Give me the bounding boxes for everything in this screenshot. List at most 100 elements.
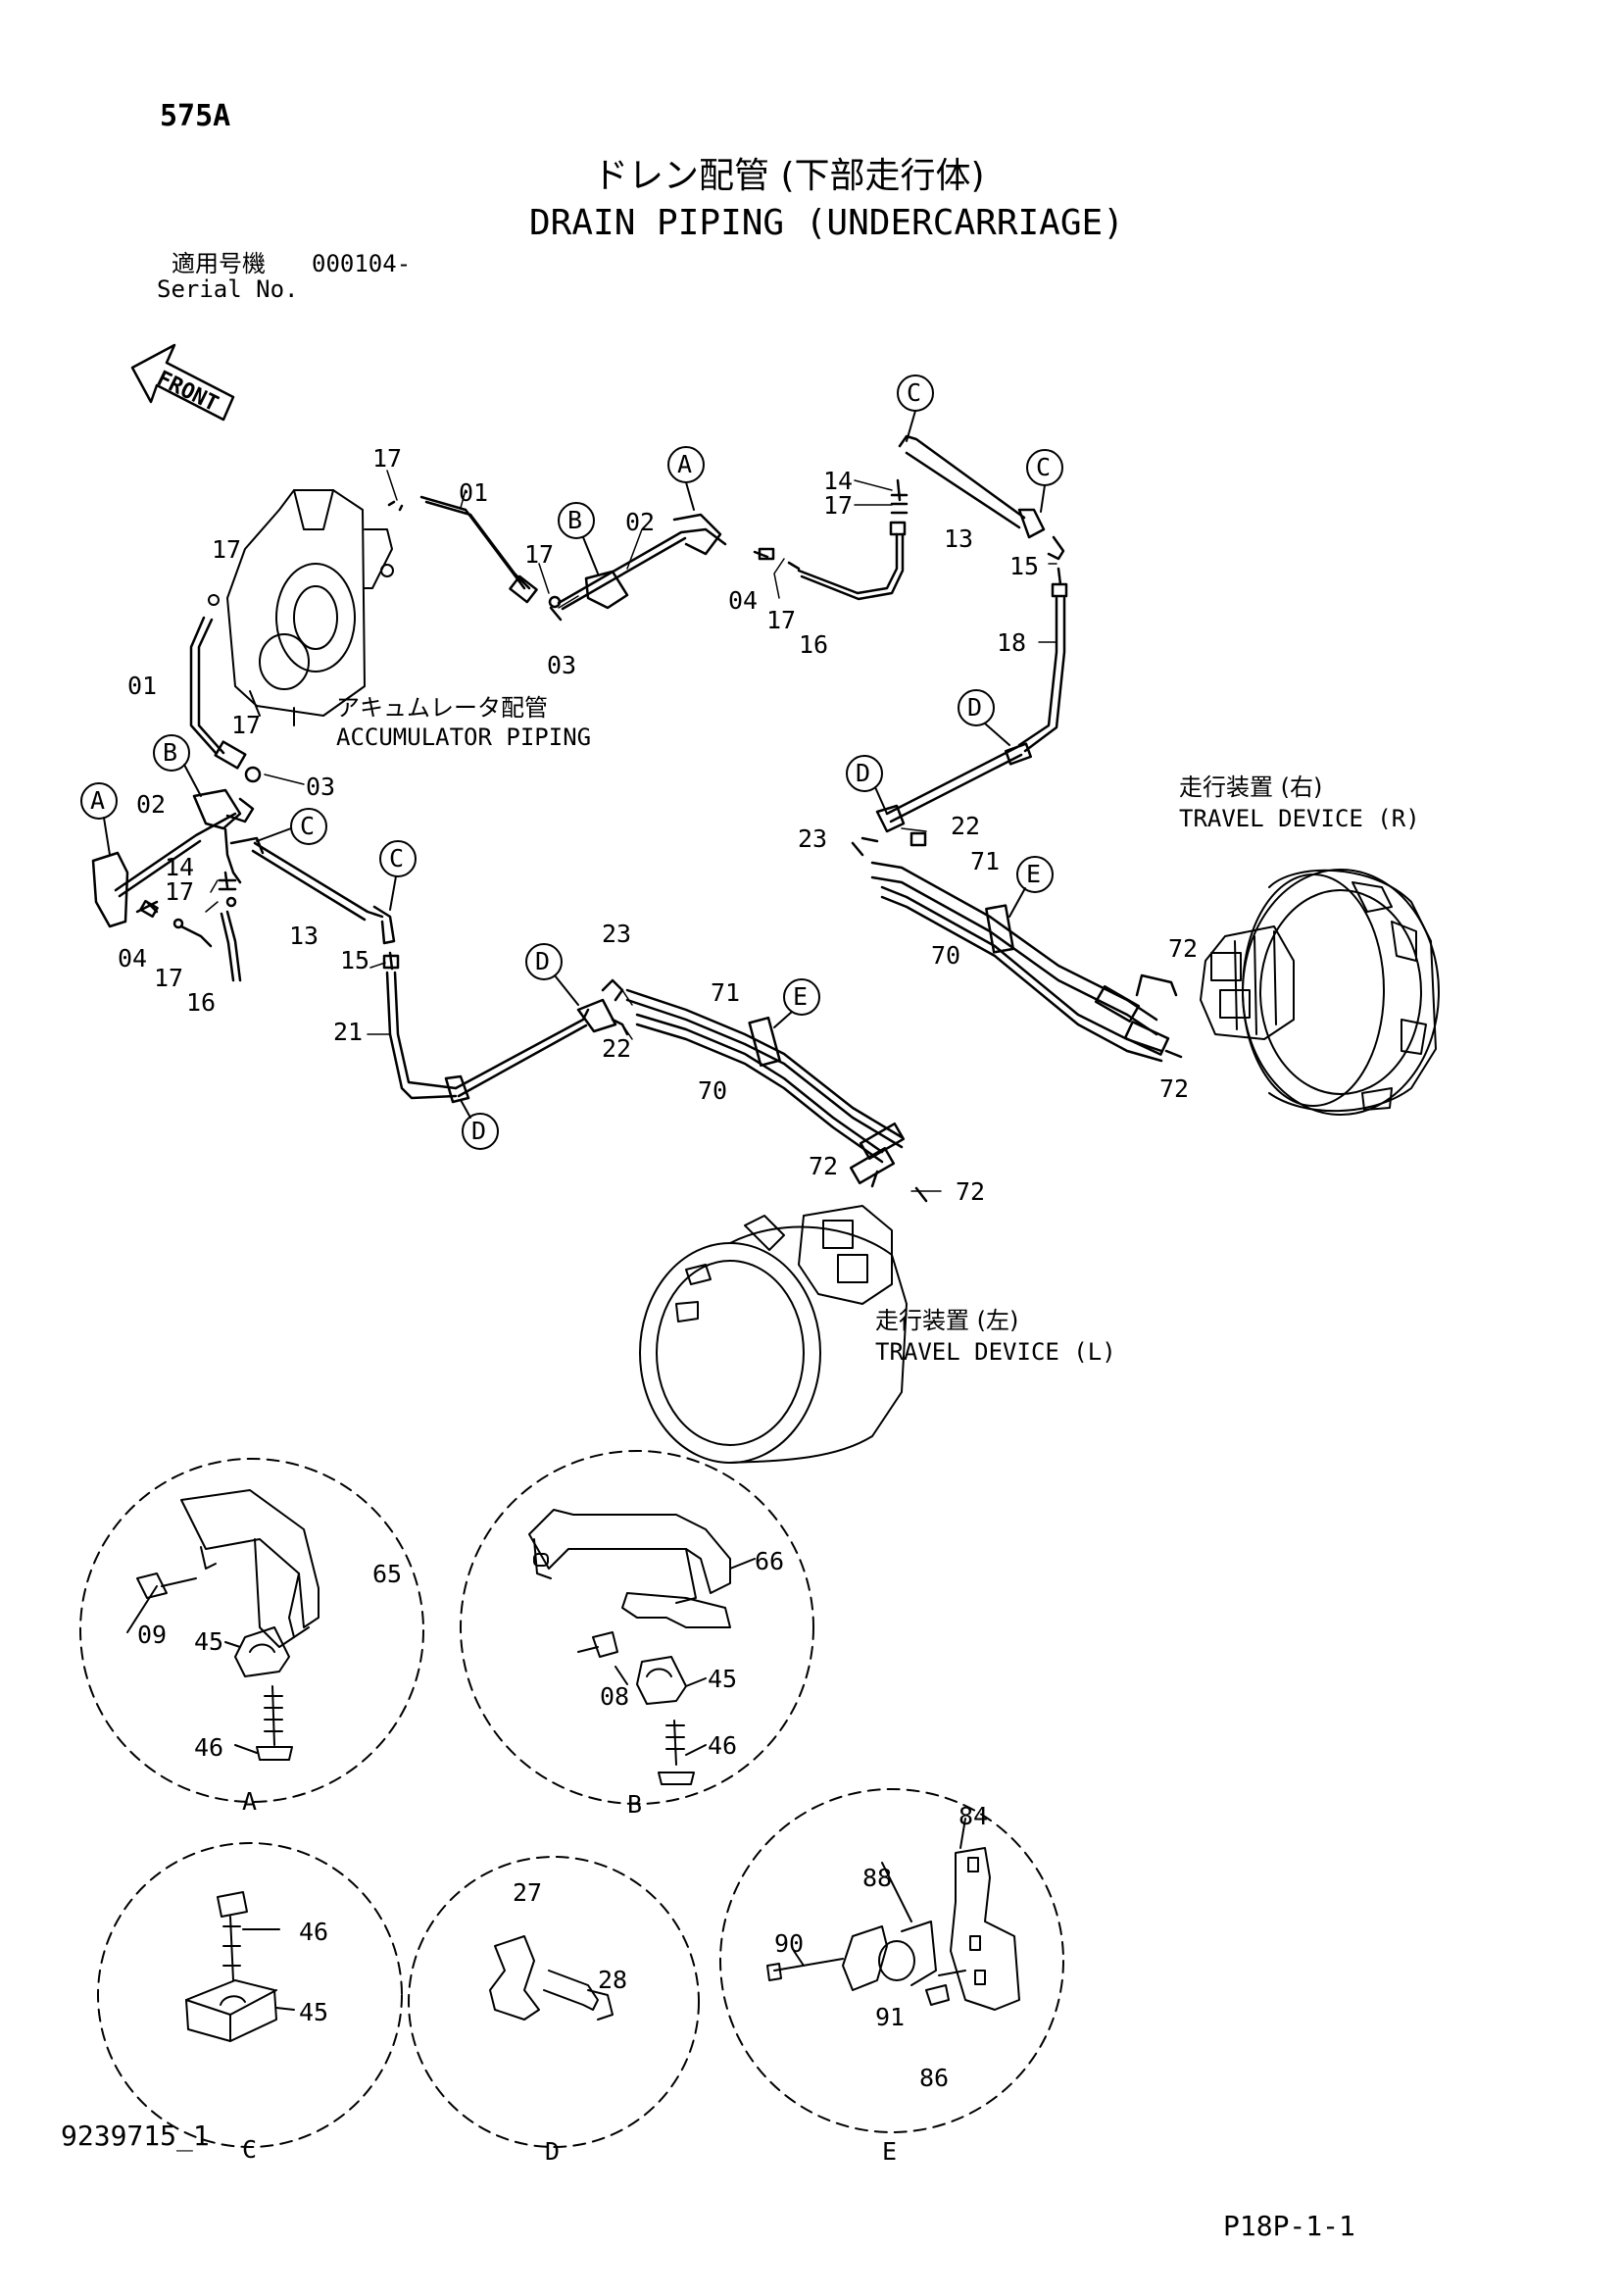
pipe-18-left bbox=[382, 951, 590, 1104]
part-label-23: 17 bbox=[823, 491, 854, 520]
pipe-01-left bbox=[189, 616, 262, 783]
part-label-21: 22 bbox=[951, 812, 981, 840]
callout-b: B bbox=[567, 506, 583, 534]
accumulator-label-japanese: アキュムレータ配管 bbox=[336, 694, 548, 722]
detail-a-drawing bbox=[126, 1489, 319, 1761]
accumulator-label-english: ACCUMULATOR PIPING bbox=[336, 724, 592, 751]
part-label-03: 03 bbox=[547, 651, 577, 679]
part-label-04: 04 bbox=[728, 586, 759, 615]
detail-c-drawing bbox=[185, 1891, 295, 2042]
callout-e: E bbox=[1026, 860, 1042, 888]
callout-d: D bbox=[967, 693, 983, 722]
part-label-13: 13 bbox=[289, 922, 319, 950]
detail-e-label: E bbox=[882, 2137, 898, 2166]
callout-c: C bbox=[1036, 453, 1052, 481]
serial-label-japanese: 適用号機 bbox=[172, 250, 266, 277]
part-label-02: 02 bbox=[136, 790, 167, 819]
part-label-04: 04 bbox=[118, 944, 148, 973]
callout-c: C bbox=[389, 844, 405, 873]
left-small-fittings bbox=[135, 871, 242, 982]
pipe-13-upper bbox=[898, 434, 1065, 561]
pipe-right-to-22 bbox=[851, 742, 1032, 857]
part-label-71: 71 bbox=[711, 978, 741, 1007]
detail-e-part-84: 84 bbox=[958, 1802, 989, 1830]
detail-e-part-90: 90 bbox=[774, 1929, 805, 1958]
callout-b: B bbox=[163, 738, 178, 767]
part-label-16: 16 bbox=[186, 988, 217, 1017]
detail-e-drawing bbox=[766, 1818, 1020, 2011]
part-label-17: 18 bbox=[997, 628, 1027, 657]
travel-device-right-english: TRAVEL DEVICE (R) bbox=[1179, 805, 1420, 832]
part-label-15: 15 bbox=[340, 946, 370, 974]
detail-a-part-65: 65 bbox=[372, 1560, 403, 1588]
part-label-23: 17 bbox=[212, 535, 242, 564]
travel-device-right-drawing bbox=[1200, 869, 1440, 1116]
detail-b-part-45: 45 bbox=[708, 1665, 738, 1693]
detail-b-part-66: 66 bbox=[755, 1547, 785, 1575]
pipe-02-upper bbox=[548, 513, 727, 622]
pipe-13-left bbox=[251, 841, 396, 945]
detail-e-part-88: 88 bbox=[862, 1864, 893, 1892]
part-label-71: 71 bbox=[970, 847, 1001, 875]
part-label-22: 23 bbox=[602, 920, 632, 948]
drawing-number: 9239715_1 bbox=[61, 2120, 210, 2152]
travel-device-left-english: TRAVEL DEVICE (L) bbox=[875, 1338, 1116, 1366]
title-english: DRAIN PIPING (UNDERCARRIAGE) bbox=[529, 203, 1124, 243]
part-label-72: 72 bbox=[956, 1177, 986, 1206]
front-arrow-icon: FRONT bbox=[130, 343, 235, 422]
part-label-14: 14 bbox=[823, 467, 854, 495]
travel-device-left-japanese: 走行装置 (左) bbox=[875, 1307, 1019, 1334]
detail-d-label: D bbox=[545, 2137, 561, 2166]
detail-e-part-91: 91 bbox=[875, 2003, 906, 2031]
pipe-01-upper bbox=[387, 495, 538, 604]
callout-balloons bbox=[80, 374, 1063, 1150]
detail-d-drawing bbox=[489, 1935, 614, 2021]
part-label-02: 02 bbox=[625, 508, 656, 536]
callout-c: C bbox=[300, 812, 316, 840]
travel-device-left-drawing bbox=[639, 1205, 908, 1464]
detail-b-label: B bbox=[627, 1790, 643, 1819]
serial-label-english: Serial No. bbox=[157, 275, 299, 303]
part-label-22: 23 bbox=[798, 824, 828, 853]
detail-a-label: A bbox=[242, 1787, 258, 1816]
leader-lines bbox=[205, 470, 1057, 1192]
part-label-03: 03 bbox=[306, 773, 336, 801]
detail-a-part-09: 09 bbox=[137, 1621, 168, 1649]
part-label-23: 17 bbox=[372, 444, 403, 473]
detail-c-part-46: 46 bbox=[299, 1918, 329, 1946]
part-label-01: 01 bbox=[127, 672, 158, 700]
part-label-23: 17 bbox=[766, 606, 797, 634]
detail-c-part-45: 45 bbox=[299, 1998, 329, 2026]
part-label-16: 16 bbox=[799, 630, 829, 659]
sheet-reference: P18P-1-1 bbox=[1223, 2210, 1355, 2242]
part-label-23: 17 bbox=[165, 877, 195, 906]
part-label-72: 72 bbox=[1168, 934, 1199, 963]
detail-d-part-27: 27 bbox=[513, 1878, 543, 1907]
detail-a-part-45: 45 bbox=[194, 1627, 224, 1656]
part-label-14: 14 bbox=[165, 853, 195, 881]
detail-e-part-86: 86 bbox=[919, 2064, 950, 2092]
part-label-21: 22 bbox=[602, 1034, 632, 1063]
callout-a: A bbox=[90, 786, 106, 815]
callout-d: D bbox=[856, 759, 871, 787]
callout-e: E bbox=[793, 982, 809, 1011]
detail-d-part-28: 28 bbox=[598, 1966, 628, 1994]
callout-d: D bbox=[471, 1117, 487, 1145]
callout-d: D bbox=[535, 947, 551, 975]
part-label-72: 72 bbox=[809, 1152, 839, 1180]
part-label-01: 01 bbox=[459, 478, 489, 507]
callout-a: A bbox=[677, 450, 693, 478]
detail-a-part-46: 46 bbox=[194, 1733, 224, 1762]
detail-b-drawing bbox=[528, 1509, 756, 1785]
part-label-23: 17 bbox=[154, 964, 184, 992]
part-label-70: 70 bbox=[931, 941, 961, 970]
hoses-70-71-right bbox=[870, 861, 1183, 1063]
serial-number: 000104- bbox=[312, 250, 412, 277]
detail-c-label: C bbox=[242, 2135, 258, 2164]
detail-b-part-08: 08 bbox=[600, 1682, 630, 1711]
pump-assembly-drawing bbox=[208, 489, 394, 726]
part-label-23: 17 bbox=[524, 540, 555, 569]
part-label-72: 72 bbox=[1159, 1074, 1190, 1103]
detail-b-part-46: 46 bbox=[708, 1731, 738, 1760]
